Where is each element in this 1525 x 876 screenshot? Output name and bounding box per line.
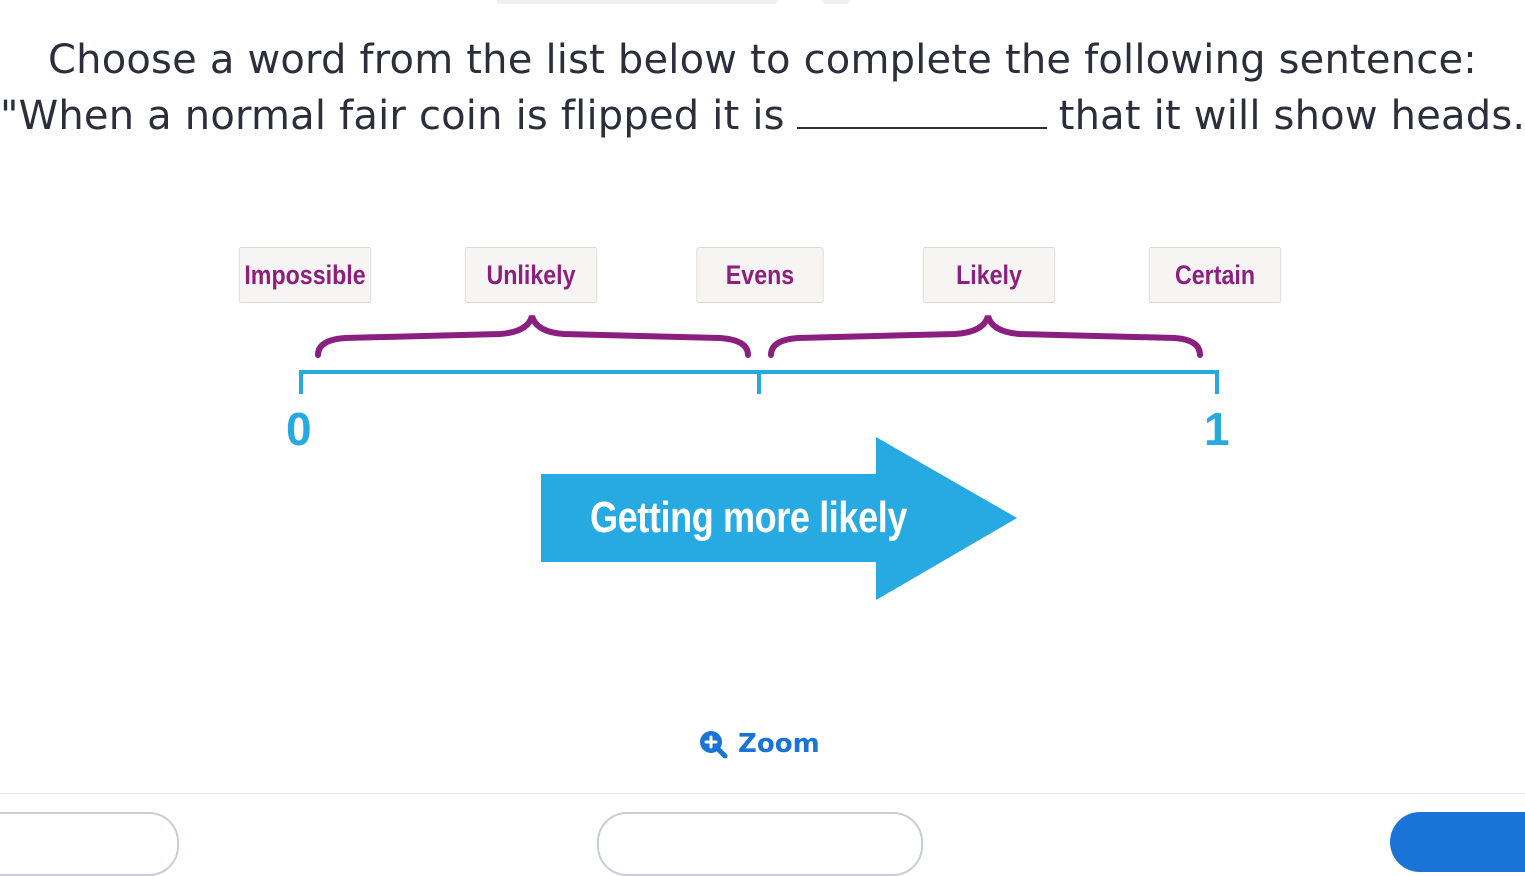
sentence-end: that it will show heads." [1058, 93, 1525, 139]
zoom-label: Zoom [738, 729, 820, 759]
watch-video-button[interactable] [597, 812, 923, 876]
top-tab-indicator-small [823, 0, 849, 4]
sentence-start: "When a normal fair coin is flipped it i… [0, 93, 785, 139]
word-option-unlikely[interactable]: Unlikely [464, 247, 598, 303]
question-text: Choose a word from the list below to com… [0, 32, 1525, 144]
probability-scale-diagram: Impossible Unlikely Evens Likely Certain… [238, 247, 1282, 600]
footer-divider [0, 793, 1525, 794]
word-option-likely[interactable]: Likely [922, 247, 1056, 303]
likelihood-arrow [541, 437, 1017, 600]
top-tab-indicator [497, 0, 777, 4]
question-line-1: Choose a word from the list below to com… [48, 37, 1477, 83]
scale-graphics [299, 314, 1219, 600]
word-option-evens[interactable]: Evens [696, 247, 824, 303]
zoom-button[interactable]: Zoom [698, 724, 820, 764]
zoom-in-icon [698, 729, 728, 759]
word-option-certain[interactable]: Certain [1148, 247, 1282, 303]
answer-blank [796, 97, 1047, 129]
answer-button[interactable] [1390, 812, 1525, 872]
brace-right [768, 314, 1203, 358]
word-option-impossible[interactable]: Impossible [238, 247, 372, 303]
scale-max-label: 1 [1204, 403, 1230, 455]
scale-min-label: 0 [286, 403, 312, 455]
arrow-label: Getting more likely [589, 493, 908, 542]
previous-button[interactable] [0, 812, 179, 876]
brace-left [315, 315, 751, 358]
question-line-2: "When a normal fair coin is flipped it i… [0, 88, 1525, 144]
